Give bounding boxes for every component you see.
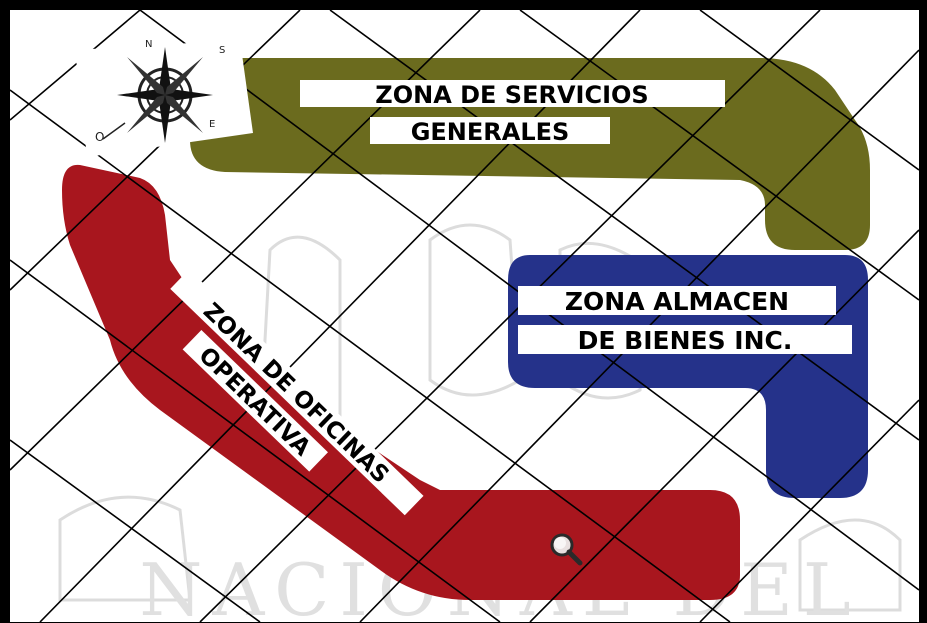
label-box [518, 325, 852, 354]
compass-label-n: N [145, 39, 152, 50]
label-box [182, 330, 328, 472]
zone-warehouse-label-2: DE BIENES INC. [578, 326, 793, 355]
magnifier-icon[interactable] [550, 533, 583, 566]
compass-label-s: S [219, 45, 225, 56]
compass-label-o: O [95, 130, 104, 144]
zone-offices[interactable] [62, 164, 740, 600]
label-box [300, 80, 725, 107]
zone-warehouse-label-1: ZONA ALMACEN [565, 287, 789, 316]
compass-rose: N S E O [75, 39, 253, 157]
zone-warehouse[interactable] [508, 255, 868, 498]
label-box [170, 269, 424, 516]
label-box [370, 117, 610, 144]
label-box [518, 286, 836, 315]
compass-label-e: E [209, 119, 215, 130]
zone-general-services-label-2: GENERALES [411, 118, 570, 146]
zone-general-services-label-1: ZONA DE SERVICIOS [375, 81, 648, 109]
